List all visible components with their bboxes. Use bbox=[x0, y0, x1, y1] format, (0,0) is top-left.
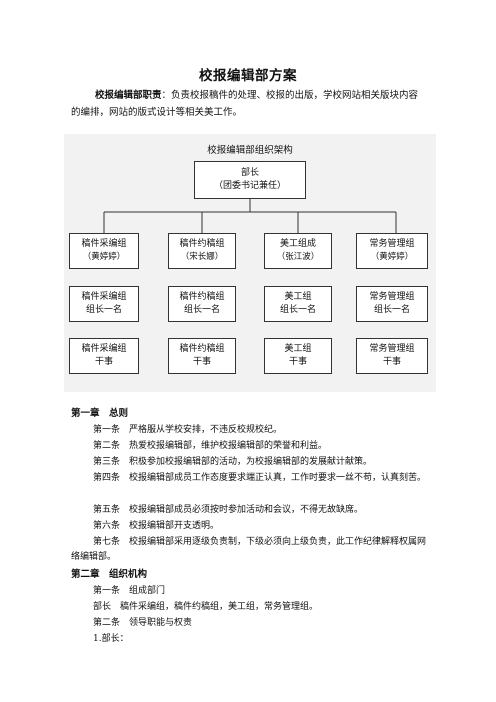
org-node-staff-soliciting: 稿件约稿组 干事 bbox=[168, 338, 236, 374]
org-node-staff-admin: 常务管理组 干事 bbox=[356, 338, 428, 374]
org-node-director: 部长 （团委书记兼任） bbox=[194, 161, 306, 199]
group-name: 稿件约稿组 bbox=[179, 239, 225, 249]
chapter-1-article-2: 第二条 热爱校报编辑部，维护校报编辑部的荣誉和利益。 bbox=[93, 441, 328, 451]
org-node-leader-art: 美工组 组长一名 bbox=[264, 286, 332, 322]
leader-line2: 组长一名 bbox=[279, 305, 316, 315]
chapter-1-article-6: 第六条 校报编辑部开支透明。 bbox=[93, 521, 220, 531]
chapter-1-article-4: 第四条 校报编辑部成员工作态度要求端正认真，工作时要求一丝不苟，认真刻苦。 bbox=[93, 473, 427, 483]
chapter-2-article-1: 第一条 组成部门 bbox=[93, 586, 166, 596]
staff-line1: 美工组 bbox=[284, 344, 312, 354]
staff-line2: 干事 bbox=[288, 357, 307, 367]
intro-paragraph: 校报编辑部职责：负责校报稿件的处理、校报的出版，学校网站相关版块内容的编排，网站… bbox=[71, 87, 426, 121]
org-chart: 校报编辑部组织架构 部长 （团委书记兼任） 稿件采编组 （黄婷婷） 稿件约稿组 … bbox=[64, 134, 436, 392]
chapter-1-article-7: 第七条 校报编辑部采用逐级负责制，下级必须向上级负责，此工作纪律解释权属网络编辑… bbox=[71, 537, 427, 562]
leader-line2: 组长一名 bbox=[85, 305, 122, 315]
staff-line2: 干事 bbox=[94, 357, 113, 367]
chapter-1-article-5: 第五条 校报编辑部成员必须按时参加活动和会议，不得无故缺席。 bbox=[93, 505, 364, 515]
leader-line1: 美工组 bbox=[284, 292, 312, 302]
leader-line2: 组长一名 bbox=[373, 305, 410, 315]
chapter-2-line-2: 部长 稿件采编组，稿件约稿组，美工组，常务管理组。 bbox=[93, 602, 319, 612]
chapter-2-line-4: 1.部长： bbox=[93, 634, 129, 644]
leader-line1: 常务管理组 bbox=[369, 292, 415, 302]
org-node-group-admin: 常务管理组 （黄婷婷） bbox=[356, 233, 428, 269]
staff-line2: 干事 bbox=[382, 357, 401, 367]
staff-line2: 干事 bbox=[192, 357, 211, 367]
chapter-2-heading: 第二章 组织机构 bbox=[71, 569, 148, 580]
document-title: 校报编辑部方案 bbox=[199, 68, 297, 84]
group-person: （黄婷婷） bbox=[82, 252, 126, 262]
director-title: 部长 bbox=[240, 168, 259, 178]
chapter-2-article-2: 第二条 领导职能与权责 bbox=[93, 618, 193, 628]
leader-line1: 稿件采编组 bbox=[81, 292, 127, 302]
org-node-leader-editing: 稿件采编组 组长一名 bbox=[69, 286, 139, 322]
chapter-1-heading: 第一章 总则 bbox=[71, 408, 129, 419]
org-node-group-art: 美工组成 （张江波） bbox=[264, 233, 332, 269]
org-node-leader-soliciting: 稿件约稿组 组长一名 bbox=[168, 286, 236, 322]
group-name: 美工组成 bbox=[279, 239, 316, 249]
director-note: （团委书记兼任） bbox=[213, 181, 286, 191]
group-name: 常务管理组 bbox=[369, 239, 415, 249]
intro-text: ：负责校报稿件的处理、校报的出版，学校网站相关版块内容的编排，网站的版式设计等相… bbox=[71, 90, 419, 118]
chapter-1-article-3: 第三条 积极参加校报编辑部的活动，为校报编辑部的发展献计献策。 bbox=[93, 457, 373, 467]
org-chart-connectors bbox=[103, 199, 397, 233]
staff-line1: 稿件约稿组 bbox=[179, 344, 225, 354]
org-node-staff-editing: 稿件采编组 干事 bbox=[69, 338, 139, 374]
org-node-group-soliciting: 稿件约稿组 （宋长娜） bbox=[168, 233, 236, 269]
org-node-group-editing: 稿件采编组 （黄婷婷） bbox=[69, 233, 139, 269]
leader-line2: 组长一名 bbox=[183, 305, 220, 315]
staff-line1: 常务管理组 bbox=[369, 344, 415, 354]
org-node-leader-admin: 常务管理组 组长一名 bbox=[356, 286, 428, 322]
staff-line1: 稿件采编组 bbox=[81, 344, 127, 354]
org-chart-title: 校报编辑部组织架构 bbox=[207, 145, 293, 156]
group-person: （黄婷婷） bbox=[370, 252, 414, 262]
org-node-staff-art: 美工组 干事 bbox=[264, 338, 332, 374]
group-name: 稿件采编组 bbox=[81, 239, 127, 249]
intro-label: 校报编辑部职责 bbox=[95, 90, 162, 101]
group-person: （宋长娜） bbox=[180, 252, 224, 262]
group-person: （张江波） bbox=[276, 252, 320, 262]
leader-line1: 稿件约稿组 bbox=[179, 292, 225, 302]
chapter-1-article-1: 第一条 严格服从学校安排，不违反校规校纪。 bbox=[93, 425, 283, 435]
